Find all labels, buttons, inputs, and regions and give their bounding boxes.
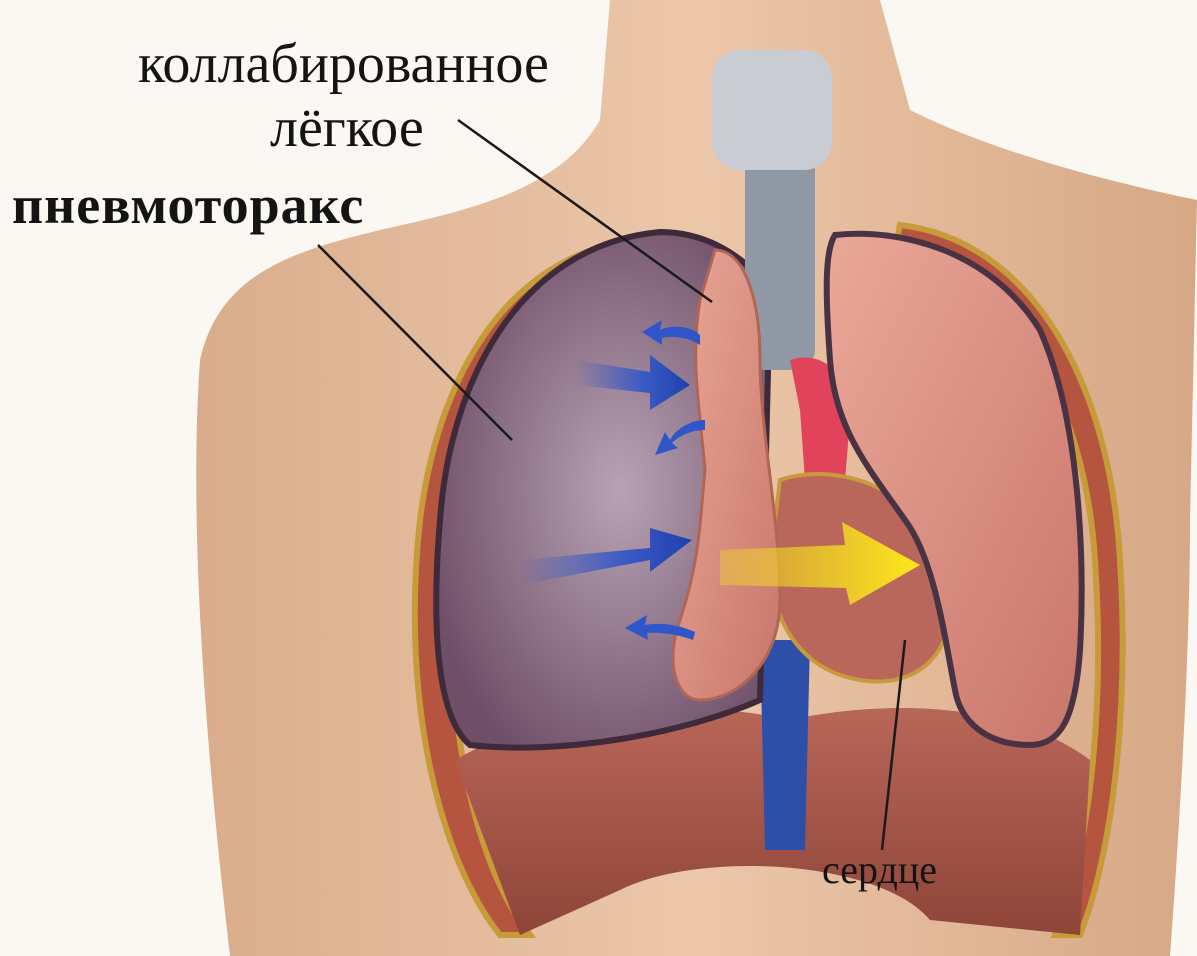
label-collapsed-lung-line2: лёгкое: [270, 100, 424, 156]
vena-cava: [760, 640, 810, 850]
label-heart: сердце: [822, 850, 937, 890]
label-pneumothorax: пневмоторакс: [12, 178, 364, 232]
label-collapsed-lung-line1: коллабированное: [138, 36, 549, 92]
